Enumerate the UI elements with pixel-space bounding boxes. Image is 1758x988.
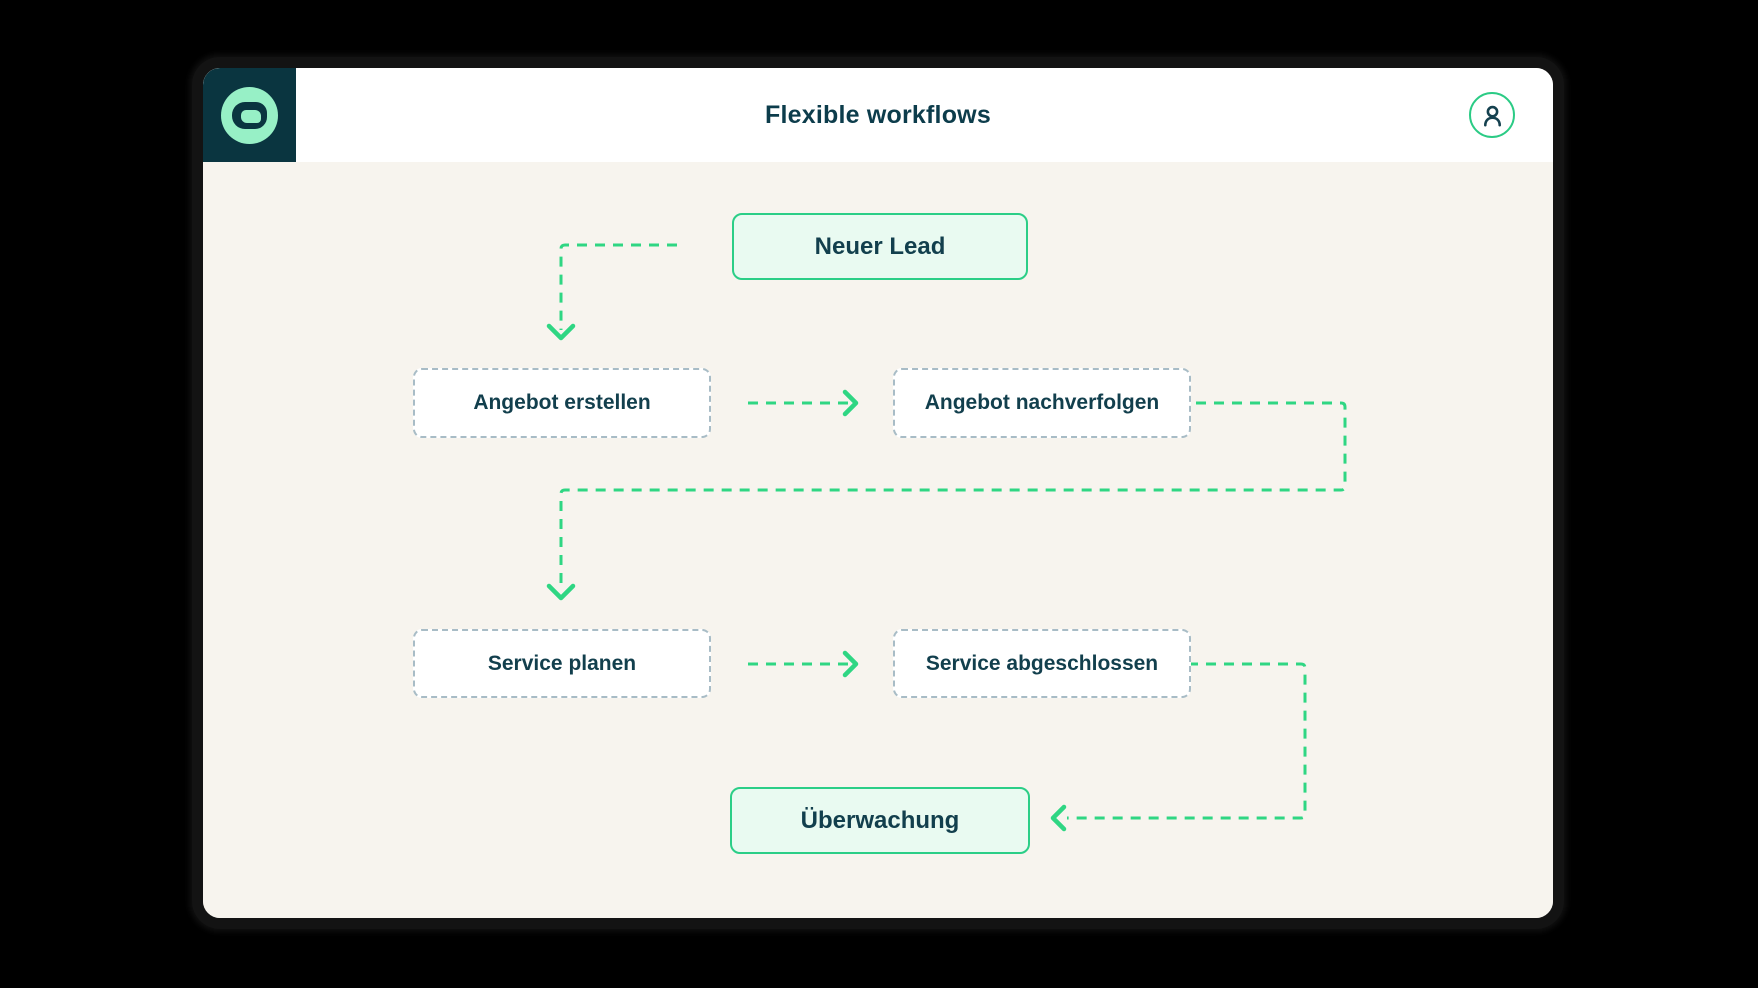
app-window: Flexible workflows xyxy=(192,57,1564,929)
user-avatar-icon xyxy=(1483,105,1501,126)
node-label: Service planen xyxy=(487,651,637,675)
workflow-connectors xyxy=(546,243,1347,832)
workflow-canvas: Neuer Lead Angebot erstellen Angebot nac… xyxy=(203,162,1553,918)
workflow-node-service-abgeschlossen[interactable]: Service abgeschlossen xyxy=(893,629,1191,698)
edge-nachverfolgen-serviceplanen xyxy=(559,401,1347,590)
node-label: Angebot erstellen xyxy=(473,391,651,414)
node-label: Überwachung xyxy=(800,806,960,834)
arrowhead-right-2 xyxy=(842,650,859,678)
app-logo[interactable] xyxy=(203,68,296,162)
workflow-node-ueberwachung[interactable]: Überwachung xyxy=(730,787,1030,854)
arrowhead-left-1 xyxy=(1050,804,1067,832)
workflow-node-neuer-lead[interactable]: Neuer Lead xyxy=(732,213,1028,280)
arrowhead-down-1 xyxy=(546,323,576,341)
capsule-logo-bean xyxy=(232,101,267,129)
node-label: Neuer Lead xyxy=(814,232,946,260)
app-header: Flexible workflows xyxy=(203,68,1553,162)
node-label: Angebot nachverfolgen xyxy=(924,391,1160,414)
page-title: Flexible workflows xyxy=(765,100,991,129)
arrowhead-down-2 xyxy=(546,583,576,601)
workflow-node-angebot-nachverfolgen[interactable]: Angebot nachverfolgen xyxy=(893,368,1191,438)
edge-abgeschlossen-ueberwachung xyxy=(1067,662,1307,820)
user-avatar-button[interactable] xyxy=(1469,92,1515,138)
arrowhead-right-1 xyxy=(842,389,859,417)
capsule-logo-bean-inner xyxy=(241,109,261,123)
capsule-logo-icon xyxy=(221,86,278,144)
workflow-node-angebot-erstellen[interactable]: Angebot erstellen xyxy=(413,368,711,438)
workflow-node-service-planen[interactable]: Service planen xyxy=(413,629,711,698)
node-label: Service abgeschlossen xyxy=(925,651,1159,675)
edge-neuerlead-angeboterstellen xyxy=(559,243,677,330)
